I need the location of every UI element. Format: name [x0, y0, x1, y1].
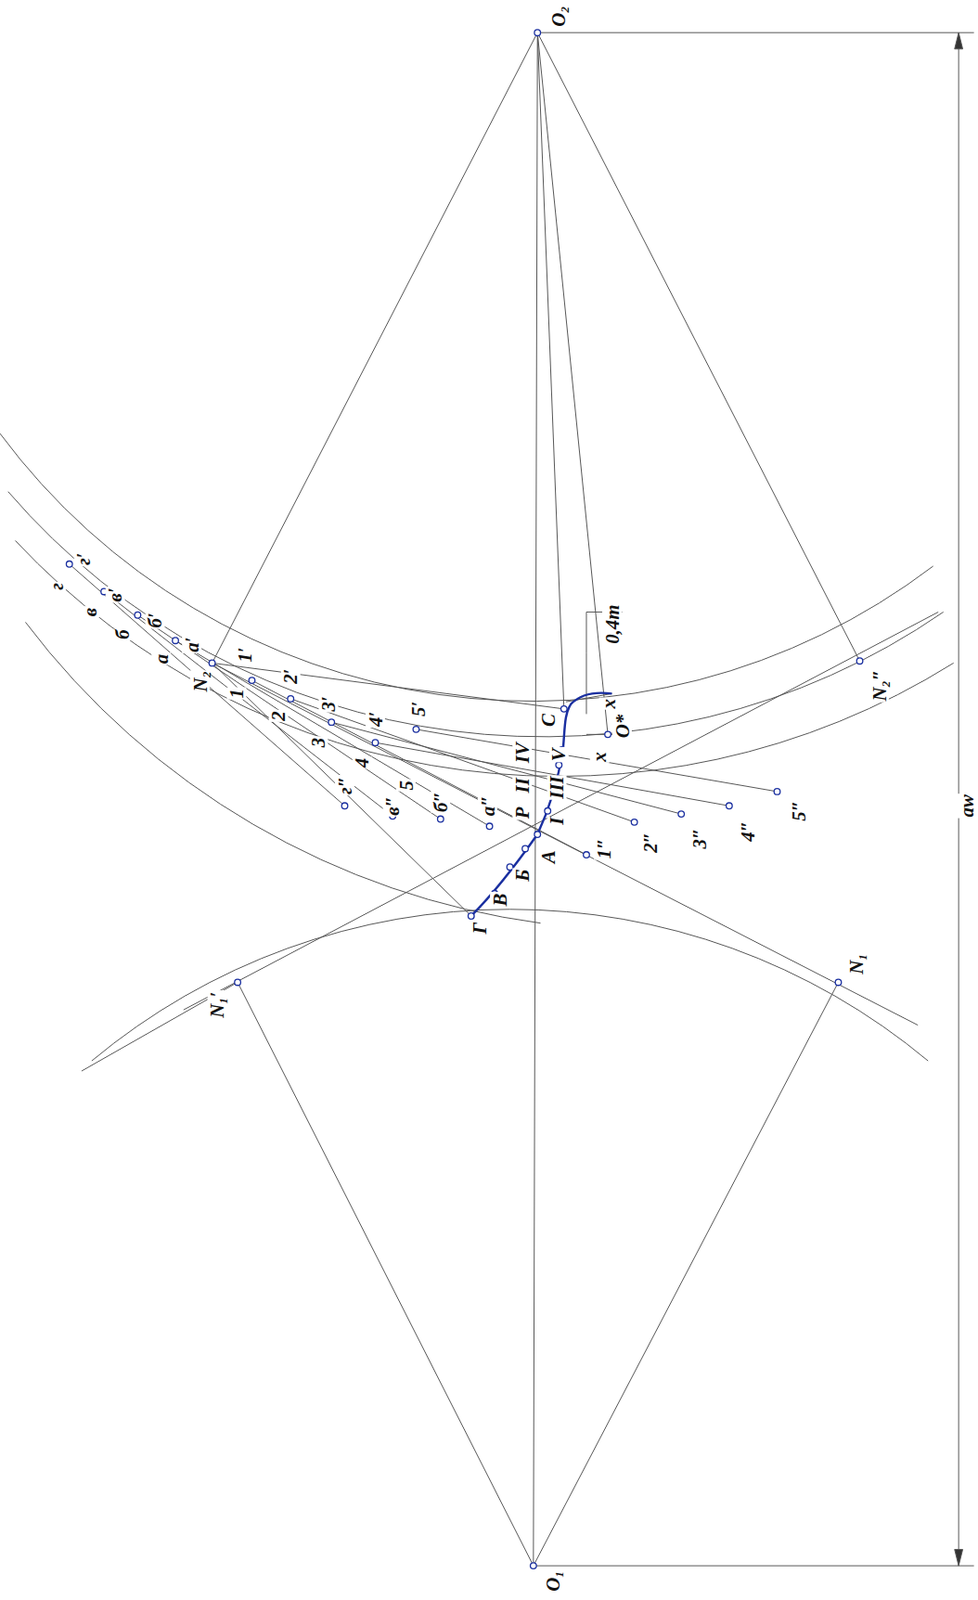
point-label: N₂ [190, 669, 210, 694]
point-label: N₁ [847, 952, 867, 976]
point-label: 3 [308, 736, 328, 749]
point-label: Г [469, 921, 489, 936]
point-label: А [539, 849, 559, 864]
point-label: В [489, 891, 510, 907]
point-label: x [599, 697, 619, 710]
point-label: 4′ [365, 710, 386, 729]
point-label: г′ [74, 551, 94, 567]
point-label: г [46, 581, 66, 592]
point-label: IV [512, 741, 532, 764]
point-label: N₂″ [869, 669, 889, 703]
point-label: 2 [269, 709, 289, 722]
point-label: 2″ [641, 831, 661, 854]
point-label: Б [512, 867, 532, 882]
point-label: C [539, 712, 559, 728]
point-label: I [547, 816, 567, 826]
point-label: г″ [334, 775, 355, 796]
point-label: 3″ [690, 826, 710, 850]
point-label: в″ [383, 795, 403, 817]
point-label: II [512, 776, 532, 794]
point-label: O* [612, 713, 632, 740]
point-label: б′ [145, 611, 166, 629]
point-label: V [549, 746, 569, 762]
point-label: III [547, 774, 567, 800]
point-label: O₂ [549, 4, 569, 28]
point-label: 3′ [318, 694, 338, 713]
point-label: O₁ [542, 1569, 563, 1593]
point-label: 5″ [788, 799, 809, 823]
point-label: а″ [477, 794, 498, 817]
point-label: 1″ [593, 836, 614, 860]
point-label: 4″ [737, 820, 758, 843]
point-label: 5 [396, 779, 416, 792]
point-label: 1 [227, 687, 247, 700]
point-label: N₁′ [207, 990, 228, 1018]
point-label: x [590, 750, 610, 763]
point-label: 2′ [281, 667, 301, 685]
point-label: а [151, 653, 171, 666]
point-label: aw [957, 793, 978, 819]
point-label: в′ [105, 586, 126, 603]
point-label: 1′ [234, 645, 255, 664]
point-label: а′ [181, 635, 202, 654]
point-label: 4 [352, 757, 373, 770]
point-label: б [112, 628, 132, 641]
point-label: в [79, 606, 100, 618]
point-label: 5′ [408, 700, 428, 719]
point-label: P [512, 806, 532, 821]
point-label: 0,4m [602, 603, 622, 645]
point-label: б″ [430, 790, 451, 813]
